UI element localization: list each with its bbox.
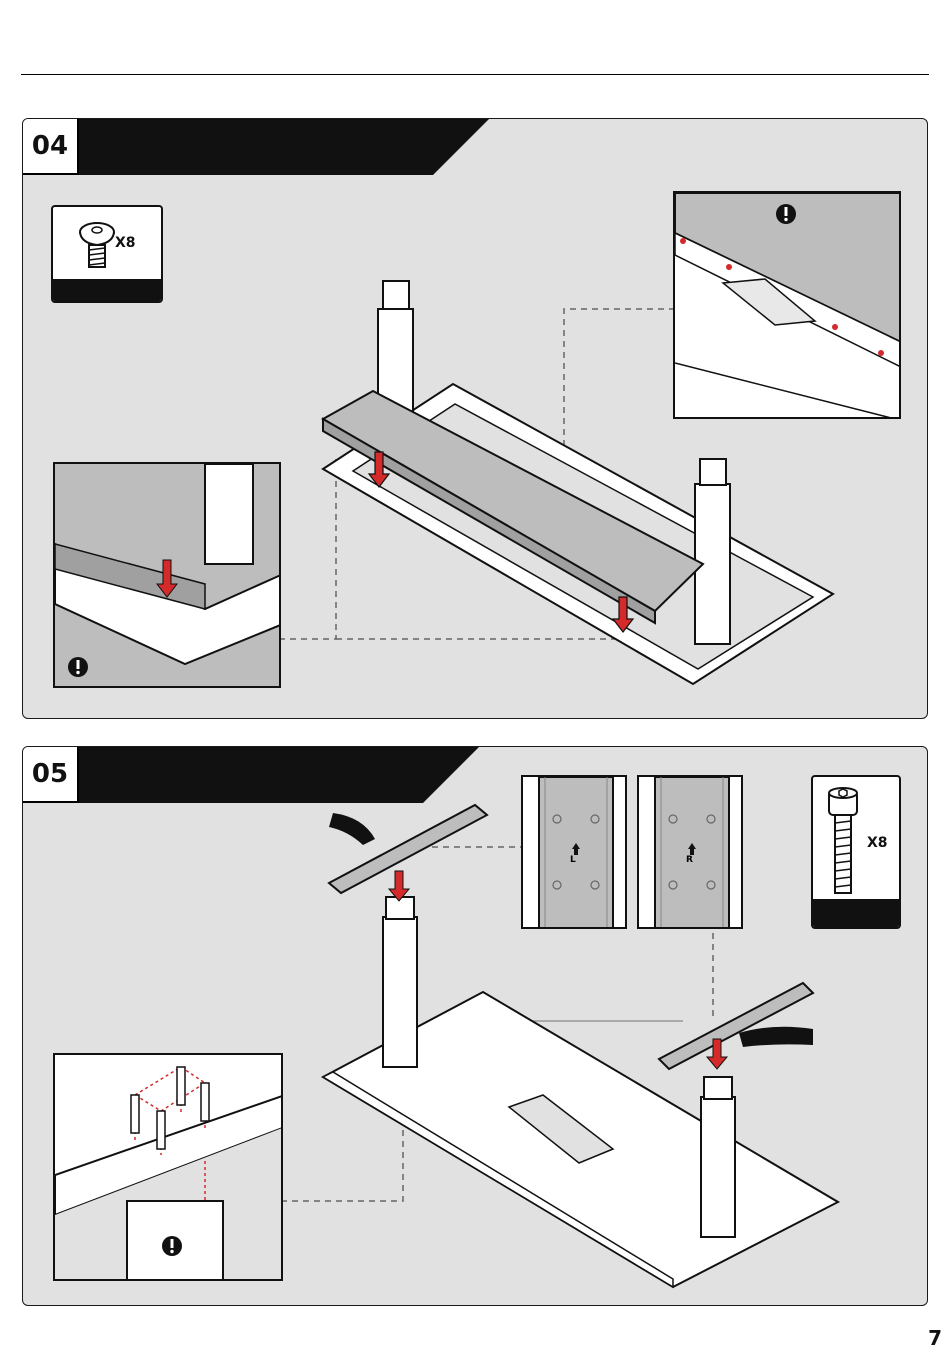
warning-icon xyxy=(775,203,797,225)
warning-icon xyxy=(161,1235,183,1257)
detail-inset-bracket-alignment xyxy=(53,462,281,688)
header-rule xyxy=(21,74,929,75)
step-05-panel: 05 L R xyxy=(22,746,928,1306)
page-number: 7 xyxy=(928,1326,942,1350)
step-04-panel: 04 X8 xyxy=(22,118,928,719)
detail-inset-screw-positions xyxy=(673,191,901,419)
warning-icon xyxy=(67,656,89,678)
detail-inset-bolt-pattern xyxy=(53,1053,283,1281)
